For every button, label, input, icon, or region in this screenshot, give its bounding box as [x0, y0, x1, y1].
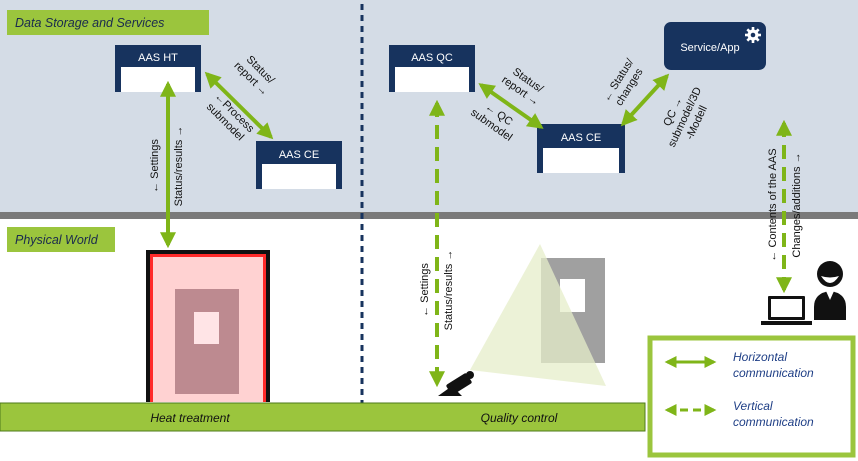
- aas-ce-left-label: AAS CE: [279, 149, 319, 161]
- svg-text:Status/results →: Status/results →: [173, 126, 185, 207]
- aas-ce-right-label: AAS CE: [561, 132, 601, 144]
- legend-horizontal-label-1: Horizontal: [733, 350, 787, 364]
- svg-text:← Settings: ← Settings: [149, 139, 161, 193]
- service-app-label: Service/App: [680, 42, 739, 54]
- camera-field-of-view: [470, 244, 606, 386]
- svg-text:Status/results →: Status/results →: [443, 250, 455, 331]
- app-vertical-label: ← Contents of the AAS Changes/additions …: [767, 148, 803, 261]
- qc-ce-arrow: [478, 83, 544, 129]
- service-app-node[interactable]: Service/App: [664, 22, 766, 70]
- aas-ht-node[interactable]: AAS HT: [115, 45, 201, 92]
- furnace: [146, 250, 270, 402]
- gear-icon: [745, 27, 761, 43]
- aas-ce-left-node[interactable]: AAS CE: [256, 141, 342, 189]
- legend-horizontal-label-2: communication: [733, 366, 814, 380]
- svg-text:← Contents of the AAS: ← Contents of the AAS: [767, 148, 779, 261]
- qc-vertical-label: ← Settings Status/results →: [419, 250, 455, 331]
- legend: Horizontal communication Vertical commun…: [647, 335, 856, 458]
- physical-world-label: Physical World: [15, 233, 99, 247]
- laptop-icon: [761, 296, 812, 325]
- aas-qc-node[interactable]: AAS QC: [389, 45, 475, 92]
- svg-text:← Settings: ← Settings: [419, 263, 431, 317]
- legend-vertical-label-2: communication: [733, 415, 814, 429]
- heat-treatment-label: Heat treatment: [150, 411, 230, 425]
- ce-app-arrow: [620, 73, 670, 127]
- ht-ce-arrow: [204, 71, 274, 140]
- bottom-bar: [0, 402, 646, 432]
- aas-ce-right-node[interactable]: AAS CE: [537, 124, 625, 173]
- svg-text:Changes/additions →: Changes/additions →: [791, 152, 803, 257]
- data-storage-label-box: [7, 10, 209, 35]
- data-storage-label: Data Storage and Services: [15, 16, 164, 30]
- zone-divider: [0, 212, 858, 219]
- physical-world-label-box: [7, 227, 115, 252]
- aas-ht-label: AAS HT: [138, 52, 178, 64]
- person-icon: [814, 261, 846, 320]
- quality-control-label: Quality control: [481, 411, 558, 425]
- aas-qc-label: AAS QC: [411, 52, 453, 64]
- ht-vertical-label: ← Settings Status/results →: [149, 126, 185, 207]
- camera-icon: [438, 371, 474, 396]
- legend-vertical-label-1: Vertical: [733, 399, 773, 413]
